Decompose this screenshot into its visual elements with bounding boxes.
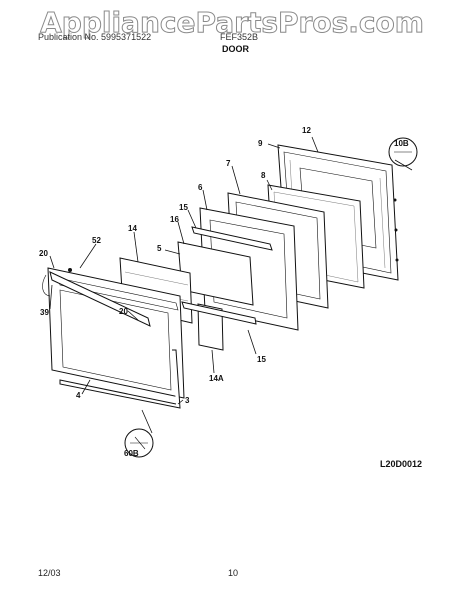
callout-15-bottom: 15	[257, 355, 266, 364]
callout-20-left: 20	[39, 249, 48, 258]
callout-8: 8	[261, 171, 266, 180]
glass-bracket-bottom	[181, 301, 257, 325]
publication-number: Publication No. 5995371522	[38, 32, 152, 42]
footer-date: 12/03	[38, 568, 61, 578]
footer-page-number: 10	[228, 568, 239, 578]
callout-4: 4	[76, 391, 81, 400]
callout-7: 7	[226, 159, 231, 168]
callout-5: 5	[157, 244, 162, 253]
section-title: DOOR	[222, 44, 249, 54]
callout-6: 6	[198, 183, 203, 192]
glass-bracket-top	[191, 226, 273, 251]
callout-20-mid: 20	[119, 307, 128, 316]
leader-lines	[49, 136, 413, 434]
callout-3: 3	[185, 396, 190, 405]
callout-12: 12	[302, 126, 311, 135]
callout-14a: 14A	[209, 374, 224, 383]
callout-60b: 60B	[124, 449, 139, 458]
callout-14: 14	[128, 224, 137, 233]
screw-60b	[124, 428, 154, 458]
callout-15-top: 15	[179, 203, 188, 212]
callout-10b: 10B	[394, 139, 409, 148]
callout-16: 16	[170, 215, 179, 224]
watermark-logo: AppliancePartsPros.com	[40, 6, 425, 40]
screw-10b	[388, 137, 418, 167]
diagram-code: L20D0012	[380, 459, 423, 469]
callout-9: 9	[258, 139, 263, 148]
model-number: FEF352B	[220, 32, 259, 42]
door-trim	[59, 349, 181, 409]
callout-39: 39	[40, 308, 49, 317]
callout-52: 52	[92, 236, 101, 245]
door-handle	[42, 271, 151, 327]
